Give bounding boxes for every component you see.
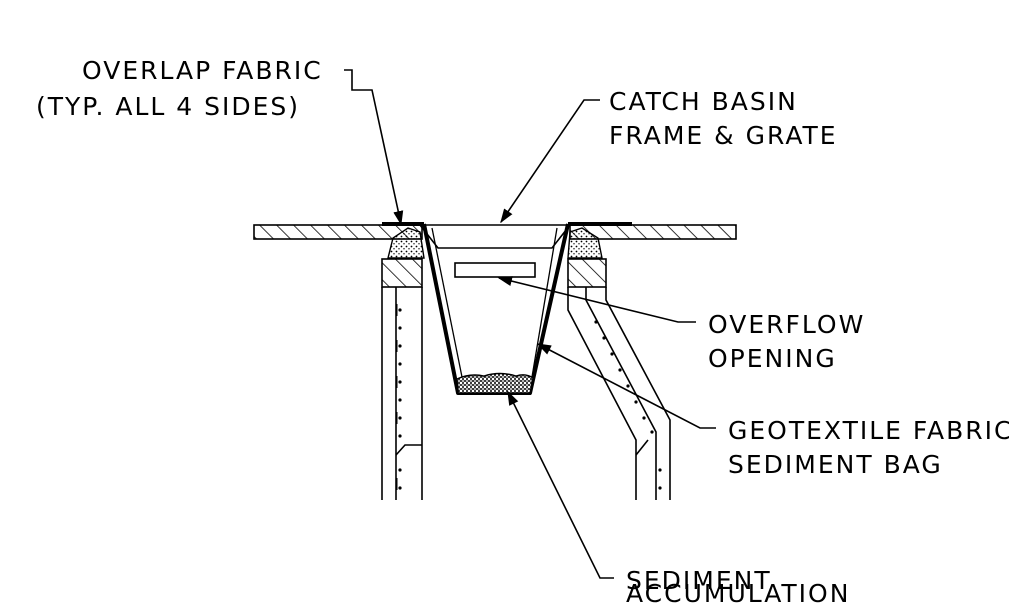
frame-block-right xyxy=(567,258,607,288)
pavement-slab-left xyxy=(253,224,423,240)
leader-geotextile xyxy=(536,343,716,429)
rebar-left xyxy=(398,308,402,490)
sediment-accumulation xyxy=(456,372,534,394)
label-geotextile-line2: SEDIMENT BAG xyxy=(728,450,943,479)
label-overflow-line1: OVERFLOW xyxy=(708,310,866,339)
label-catch-basin-line1: CATCH BASIN xyxy=(609,87,798,116)
label-overflow-line2: OPENING xyxy=(708,344,837,373)
rebar-right xyxy=(594,320,662,490)
basin-wall-right xyxy=(567,287,671,500)
leader-catch-basin xyxy=(500,99,600,224)
label-overlap-fabric-line1: OVERLAP FABRIC xyxy=(82,56,323,85)
leader-overlap-fabric xyxy=(344,69,404,226)
label-geotextile-line1: GEOTEXTILE FABRIC xyxy=(728,416,1009,445)
leader-overflow-opening xyxy=(497,276,696,323)
sediment-bag xyxy=(422,223,570,395)
bag-inner-left xyxy=(431,227,463,378)
label-overlap-fabric-line2: (TYP. ALL 4 SIDES) xyxy=(36,92,301,121)
grout-left xyxy=(387,227,425,259)
basin-wall-left xyxy=(381,287,423,500)
frame-and-grate xyxy=(419,224,571,249)
label-catch-basin-line2: FRAME & GRATE xyxy=(609,121,838,150)
label-sediment-line1: SEDIMENT xyxy=(626,566,772,595)
label-sediment-line2: ACCUMULATION xyxy=(626,579,851,608)
overflow-opening xyxy=(454,262,536,278)
bag-inner-right xyxy=(531,227,558,378)
grout-right xyxy=(567,227,603,259)
leader-sediment xyxy=(507,390,614,579)
frame-block-left xyxy=(381,258,423,288)
